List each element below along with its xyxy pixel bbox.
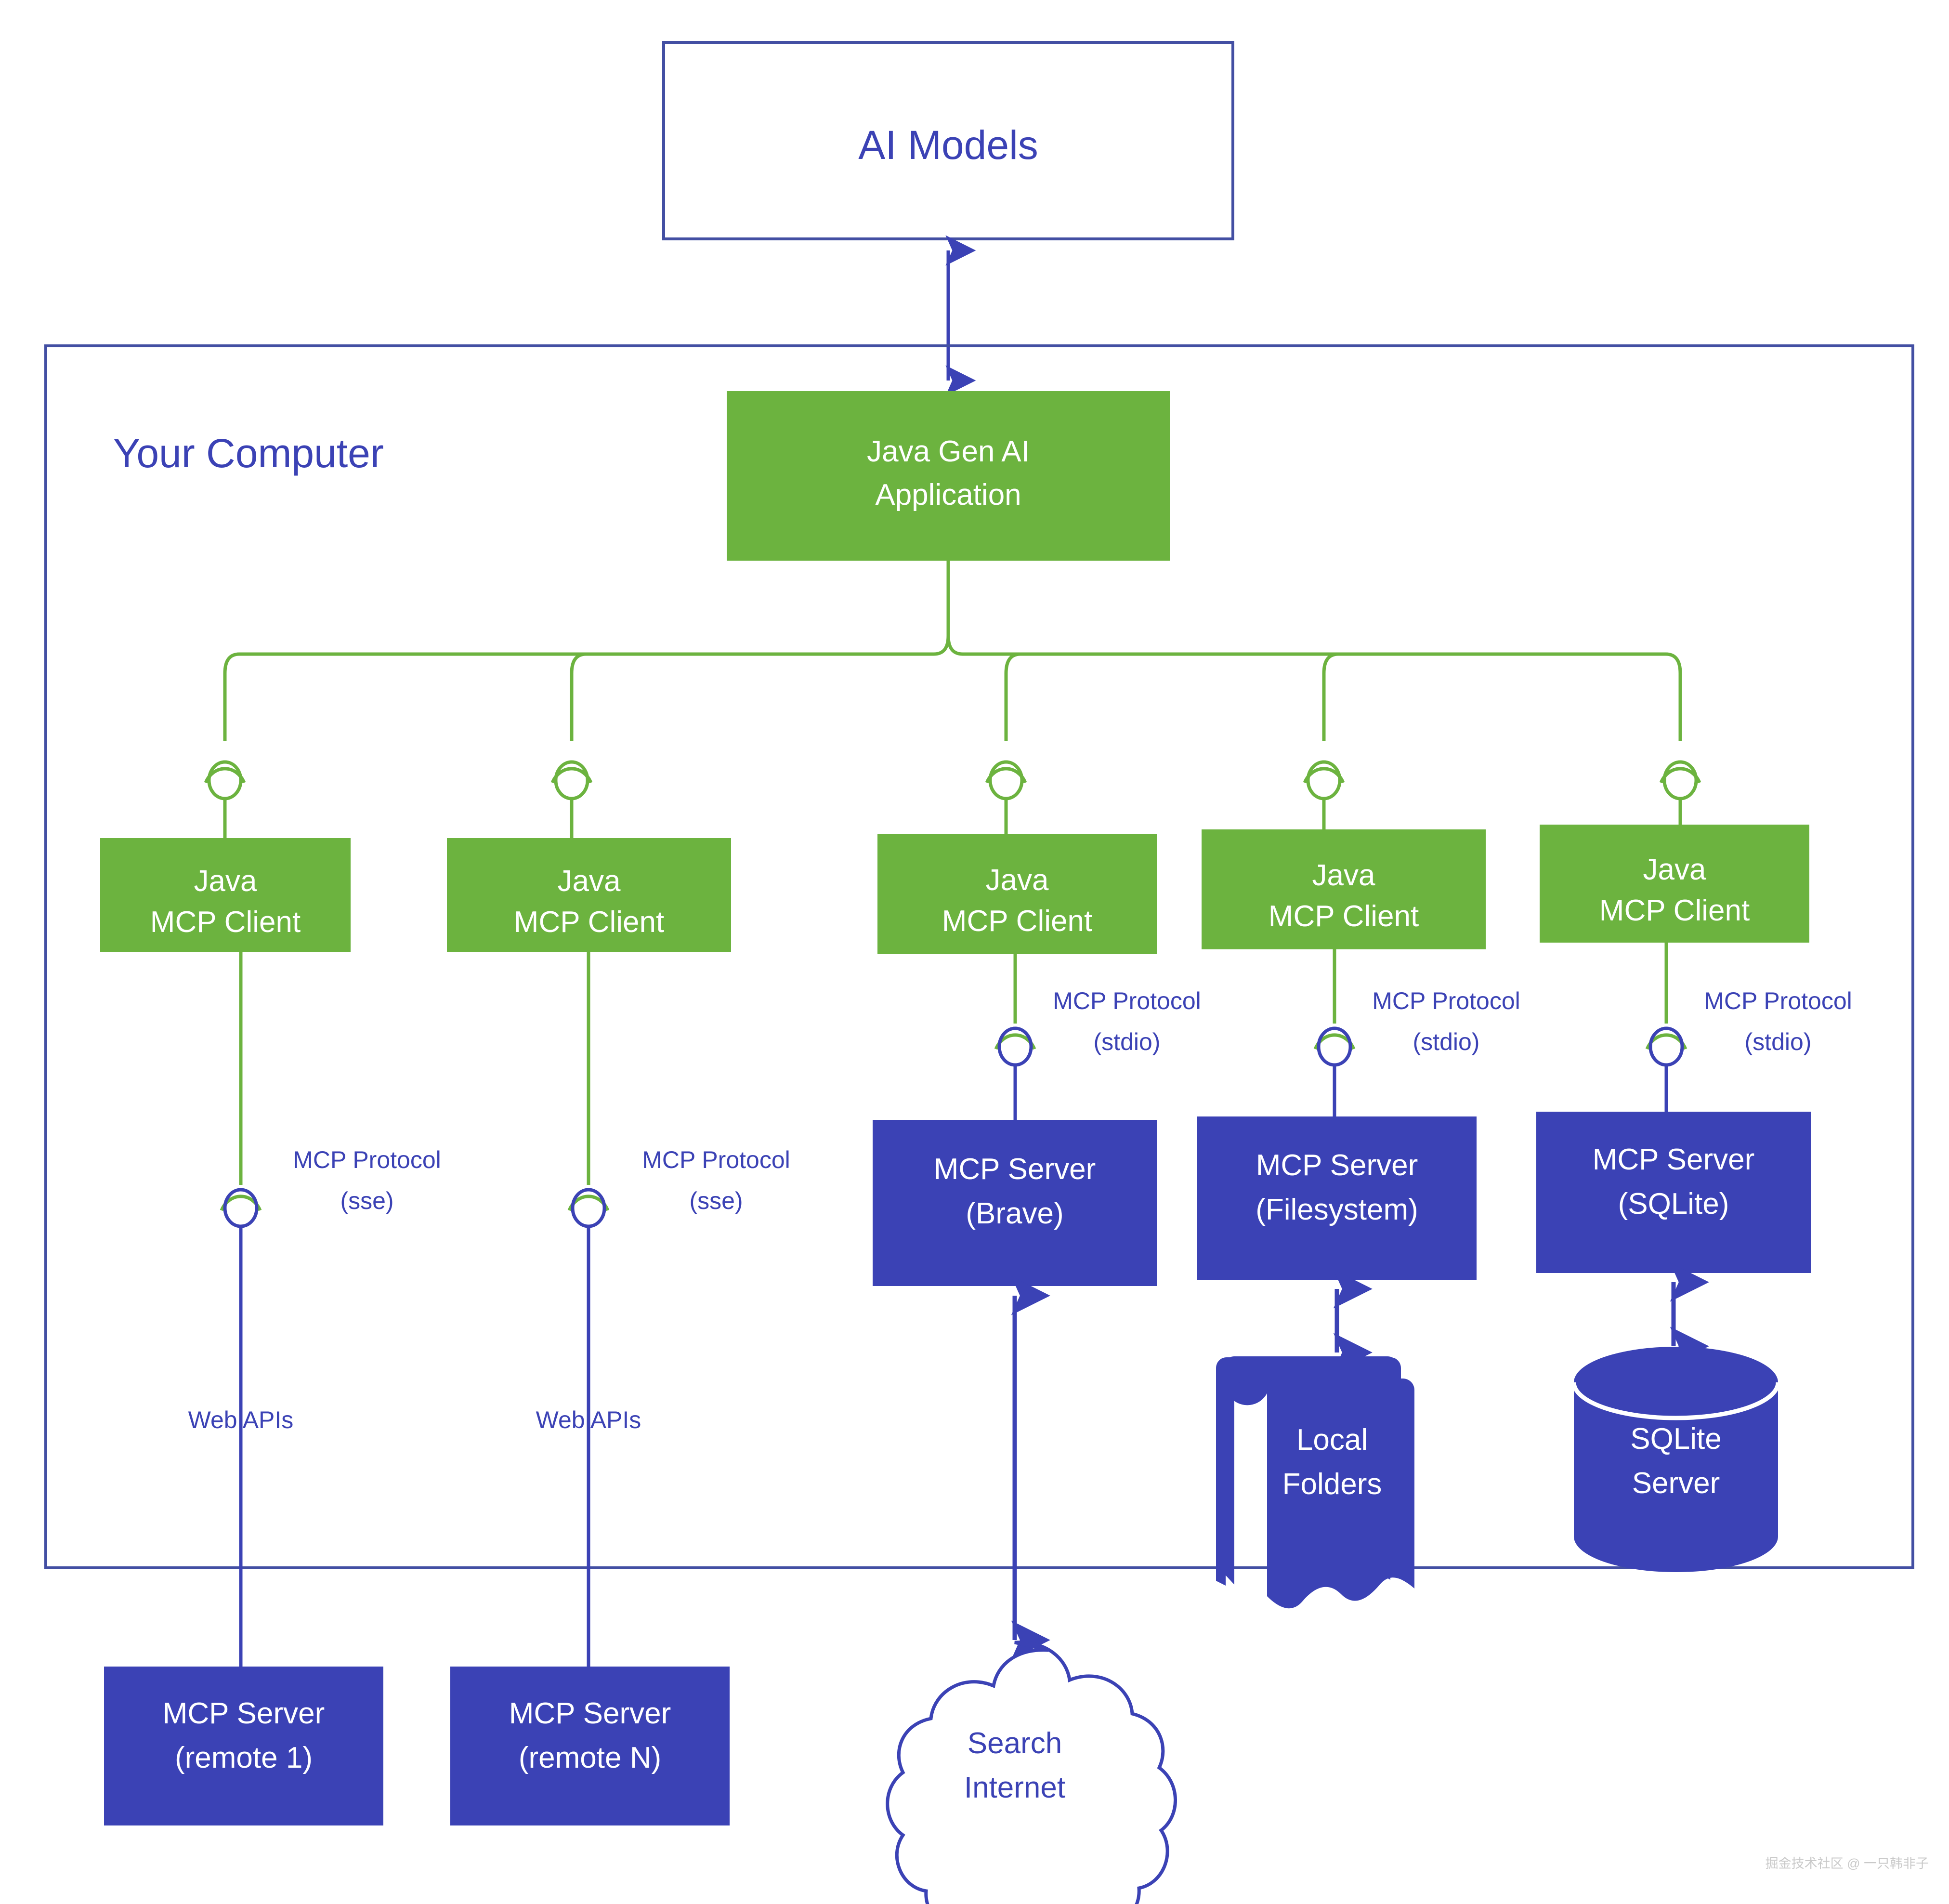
java-mcp-client-5: Java MCP Client xyxy=(1540,825,1809,943)
mcp-server-sqlite: MCP Server (SQLite) xyxy=(1536,1112,1811,1273)
sqlite-server-resource: SQLite Server xyxy=(1571,1347,1780,1572)
cloud-line2: Internet xyxy=(964,1771,1065,1804)
protocol-3-line1: MCP Protocol xyxy=(1053,987,1201,1014)
branch-stdio-brave: MCP Protocol (stdio) xyxy=(994,954,1201,1120)
java-mcp-client-4: Java MCP Client xyxy=(1202,829,1486,949)
java-mcp-client-1: Java MCP Client xyxy=(100,838,351,952)
server-sqlite-line2: (SQLite) xyxy=(1618,1187,1729,1221)
server-brave-line1: MCP Server xyxy=(934,1153,1096,1186)
watermark-text: 掘金技术社区 @ 一只韩非子 xyxy=(1766,1856,1929,1871)
bus-socket-connectors xyxy=(204,760,1701,838)
protocol-1-line1: MCP Protocol xyxy=(293,1146,441,1173)
mcp-server-remote-1: MCP Server (remote 1) xyxy=(104,1667,383,1825)
sqlite-server-line2: Server xyxy=(1632,1467,1720,1500)
java-gen-ai-application-box: Java Gen AI Application xyxy=(727,391,1170,561)
java-mcp-client-3: Java MCP Client xyxy=(877,834,1157,954)
sqlite-server-line1: SQLite xyxy=(1630,1422,1722,1456)
protocol-5-line1: MCP Protocol xyxy=(1704,987,1852,1014)
server-brave-line2: (Brave) xyxy=(966,1197,1063,1230)
client-3-line1: Java xyxy=(986,864,1049,897)
protocol-5-line2: (stdio) xyxy=(1745,1028,1812,1055)
local-folders-line2: Folders xyxy=(1282,1468,1382,1501)
branch-sse-2: MCP Protocol (sse) Web APIs xyxy=(536,952,790,1667)
protocol-2-line2: (sse) xyxy=(689,1187,743,1214)
remote-1-line2: (remote 1) xyxy=(175,1741,313,1774)
client-2-line2: MCP Client xyxy=(514,906,664,939)
branch-stdio-sqlite: MCP Protocol (stdio) xyxy=(1645,943,1852,1120)
mcp-server-brave: MCP Server (Brave) xyxy=(873,1120,1157,1286)
server-filesystem-line1: MCP Server xyxy=(1256,1149,1418,1182)
web-apis-label-1: Web APIs xyxy=(188,1406,294,1433)
protocol-4-line2: (stdio) xyxy=(1413,1028,1480,1055)
server-sqlite-line1: MCP Server xyxy=(1593,1143,1755,1176)
remote-n-line2: (remote N) xyxy=(519,1741,661,1774)
protocol-1-line2: (sse) xyxy=(340,1187,393,1214)
your-computer-label: Your Computer xyxy=(113,431,384,476)
protocol-4-line1: MCP Protocol xyxy=(1372,987,1520,1014)
client-bus xyxy=(223,561,1682,741)
cloud-line1: Search xyxy=(968,1727,1062,1760)
protocol-2-line1: MCP Protocol xyxy=(642,1146,790,1173)
client-1-line1: Java xyxy=(194,865,257,898)
branch-stdio-filesystem: MCP Protocol (stdio) xyxy=(1313,949,1520,1120)
client-1-line2: MCP Client xyxy=(150,906,301,939)
app-label-line2: Application xyxy=(875,478,1021,512)
remote-1-line1: MCP Server xyxy=(163,1697,325,1730)
remote-n-line1: MCP Server xyxy=(509,1697,671,1730)
local-folders-resource: Local Folders xyxy=(1216,1356,1414,1609)
client-5-line2: MCP Client xyxy=(1599,894,1750,927)
client-3-line2: MCP Client xyxy=(942,905,1092,938)
client-5-line1: Java xyxy=(1643,853,1706,886)
web-apis-label-2: Web APIs xyxy=(536,1406,641,1433)
client-4-line1: Java xyxy=(1312,859,1375,892)
java-mcp-client-2: Java MCP Client xyxy=(447,838,731,952)
mcp-server-remote-n: MCP Server (remote N) xyxy=(450,1667,730,1825)
branch-sse-1: MCP Protocol (sse) Web APIs xyxy=(188,952,441,1667)
server-filesystem-line2: (Filesystem) xyxy=(1256,1193,1418,1226)
protocol-3-line2: (stdio) xyxy=(1094,1028,1161,1055)
mcp-server-filesystem: MCP Server (Filesystem) xyxy=(1197,1116,1477,1280)
client-2-line1: Java xyxy=(558,865,621,898)
your-computer-zone: Your Computer xyxy=(44,344,1914,1569)
ai-models-title: AI Models xyxy=(858,122,1038,168)
client-4-line2: MCP Client xyxy=(1269,900,1419,933)
app-label-line1: Java Gen AI xyxy=(867,435,1030,468)
local-folders-line1: Local xyxy=(1296,1423,1368,1457)
ai-models-box: AI Models xyxy=(662,41,1234,240)
search-internet-cloud: Search Internet xyxy=(886,1641,1177,1904)
